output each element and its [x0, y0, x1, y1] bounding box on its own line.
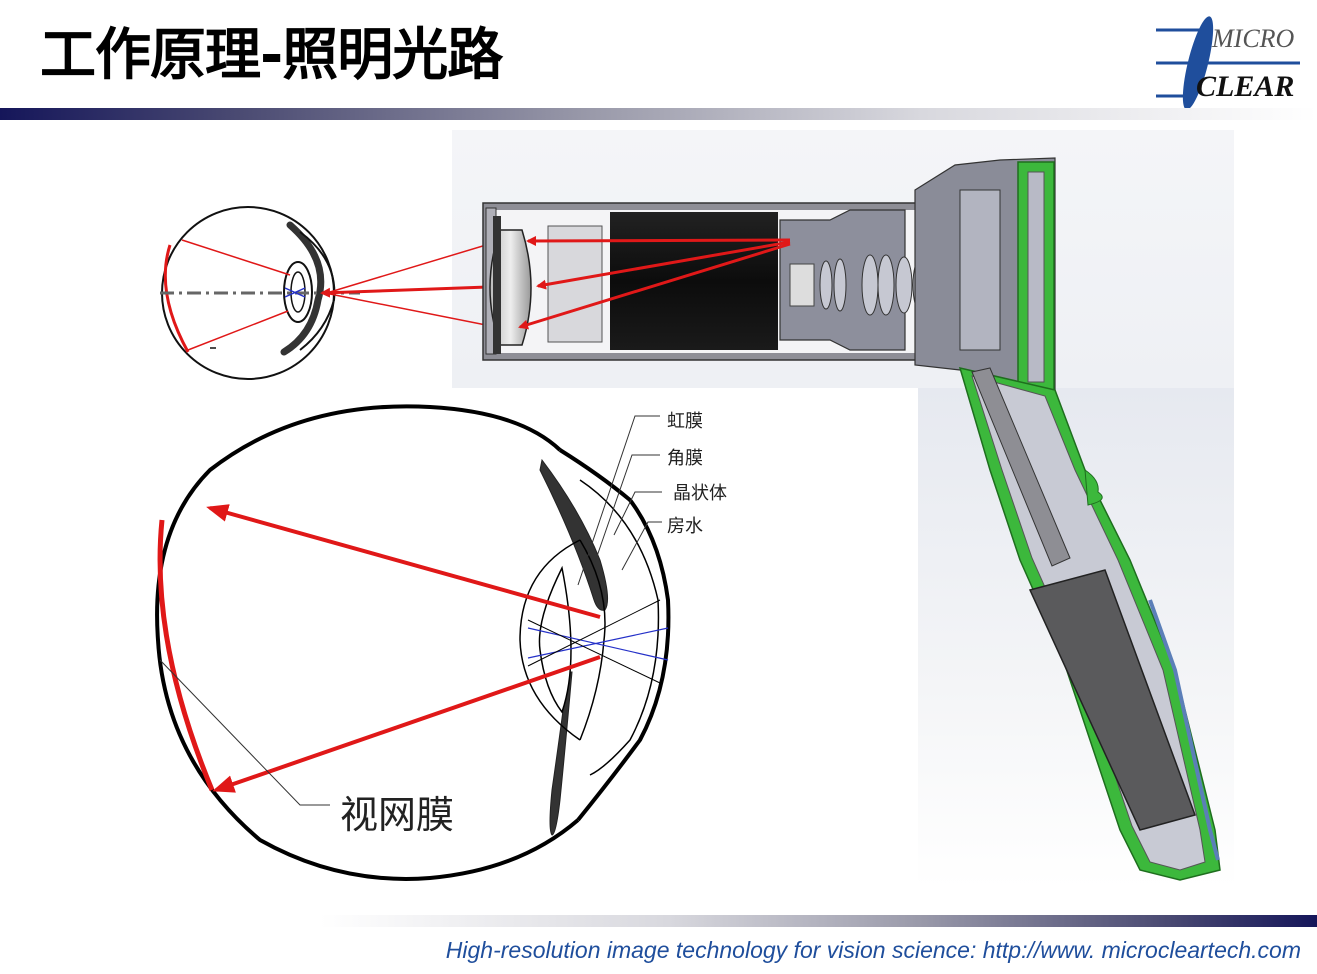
title-gradient-bar: [0, 108, 1317, 120]
label-aqueous-humor: 房水: [667, 516, 703, 537]
label-iris: 虹膜: [667, 411, 703, 432]
footer-gradient-bar: [320, 915, 1317, 927]
large-eye: [155, 404, 671, 881]
logo-clear-text: CLEAR: [1196, 70, 1295, 103]
label-cornea: 角膜: [667, 448, 703, 469]
label-retina: 视网膜: [340, 793, 455, 837]
logo-lens-icon: [1156, 16, 1300, 108]
logo-micro-text: MICRO: [1212, 24, 1295, 53]
footer-tagline: High-resolution image technology for vis…: [445, 937, 1301, 963]
slide-title: 工作原理-照明光路: [40, 23, 503, 88]
microclear-logo: MICRO CLEAR: [1150, 8, 1310, 108]
label-lens: 晶状体: [673, 483, 727, 504]
ophthalmoscope-cross-section: [482, 157, 1221, 881]
